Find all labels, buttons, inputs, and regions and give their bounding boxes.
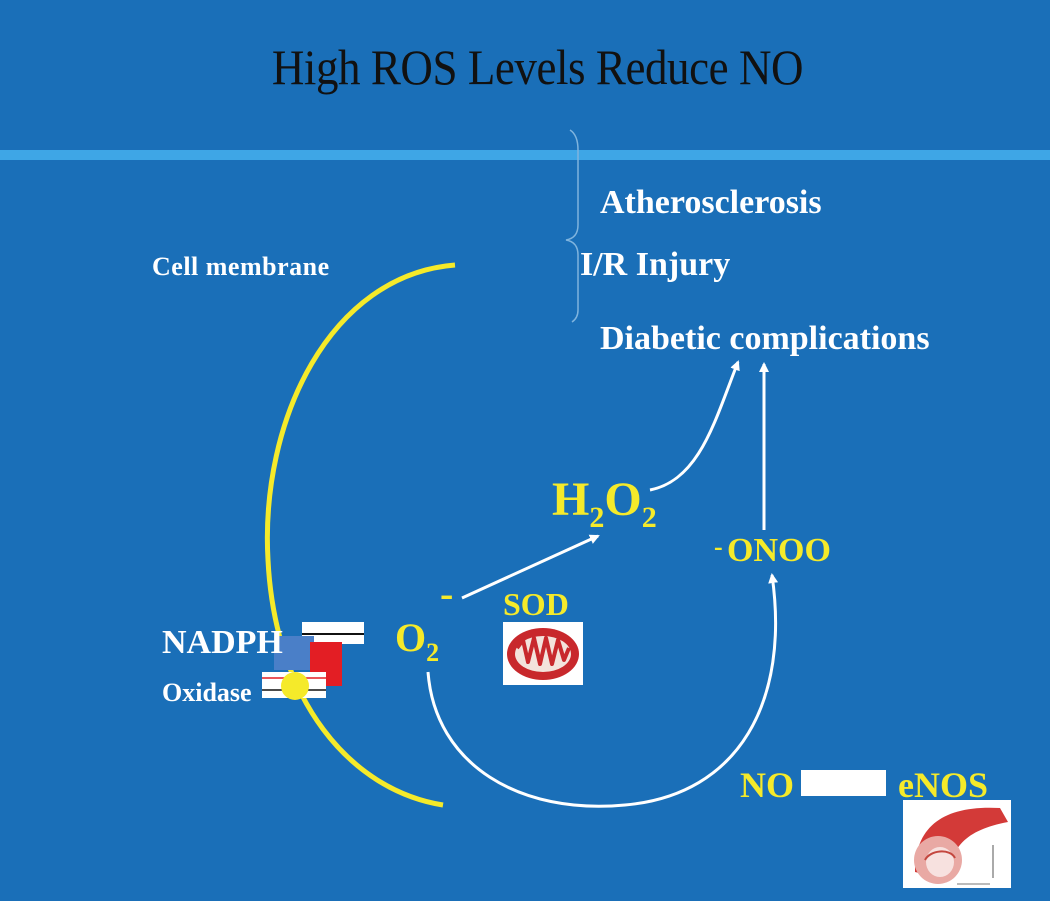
title-divider bbox=[0, 150, 1050, 160]
arrow-h2o2-to-outcomes bbox=[649, 360, 740, 492]
superoxide-label: O2 bbox=[395, 614, 439, 668]
no-label: NO bbox=[740, 765, 794, 805]
nadph-oxidase-complex bbox=[262, 622, 364, 700]
mitochondrion-icon bbox=[503, 622, 583, 685]
arrow-o2-no-to-onoo bbox=[426, 573, 779, 808]
outcomes-bracket bbox=[565, 129, 579, 323]
h2o2-sub-1: 2 bbox=[589, 501, 605, 534]
superoxide-o: O bbox=[395, 615, 427, 660]
onoo-charge: - bbox=[714, 532, 723, 561]
superoxide-sub: 2 bbox=[426, 638, 440, 667]
arrow-o2-to-h2o2 bbox=[461, 534, 600, 600]
nadph-label: NADPH bbox=[162, 624, 283, 661]
slide-title: High ROS Levels Reduce NO bbox=[271, 39, 804, 95]
blood-vessel-icon bbox=[903, 800, 1011, 888]
h2o2-h: H bbox=[552, 473, 590, 526]
outcome-ir-injury: I/R Injury bbox=[580, 246, 731, 283]
h2o2-sub-2: 2 bbox=[641, 501, 657, 534]
h2o2-o: O bbox=[604, 473, 642, 526]
enos-label: eNOS bbox=[898, 765, 988, 805]
outcome-atherosclerosis: Atherosclerosis bbox=[600, 184, 822, 221]
onoo-label: ONOO bbox=[727, 532, 831, 569]
h2o2-label: H2O2 bbox=[552, 472, 657, 535]
oxidase-label: Oxidase bbox=[162, 678, 252, 707]
outcome-diabetic-complications: Diabetic complications bbox=[600, 320, 930, 357]
sod-label: SOD bbox=[503, 586, 569, 622]
enos-inhibition-bar bbox=[801, 770, 886, 796]
cell-membrane-label: Cell membrane bbox=[152, 252, 330, 281]
cell-membrane-arc bbox=[264, 262, 456, 808]
superoxide-charge: - bbox=[440, 571, 454, 616]
